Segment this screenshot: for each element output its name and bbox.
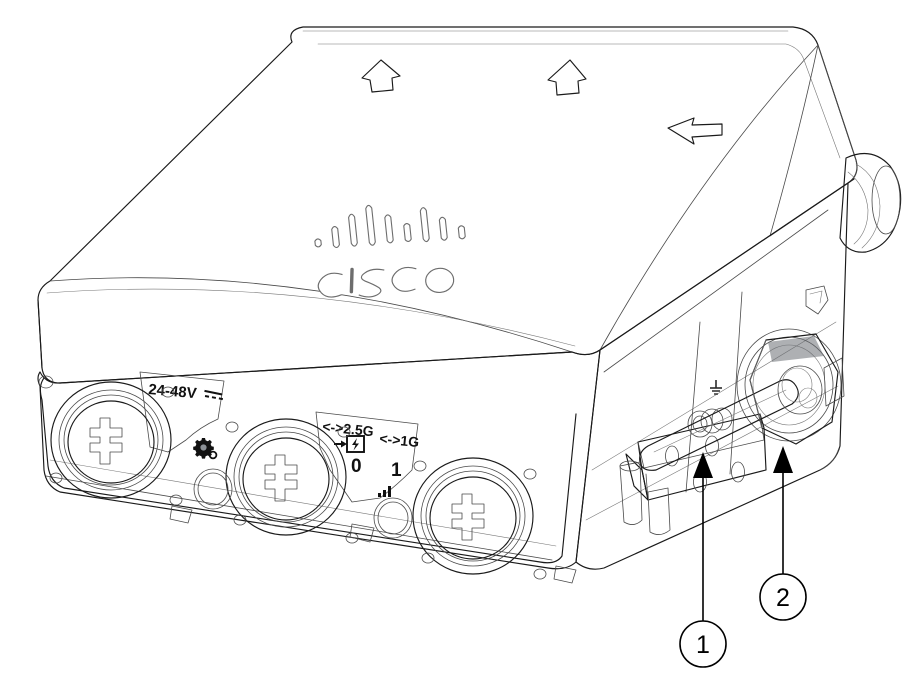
port-cap [242, 437, 330, 521]
locking-lever-arm [639, 379, 799, 471]
side-slot [823, 357, 845, 407]
port-0-number: 0 [351, 456, 362, 477]
cable-gland [839, 152, 902, 253]
port-gasket [425, 470, 521, 562]
side-clip [805, 285, 829, 315]
callout-1-arrowhead [693, 452, 713, 478]
mount-locking-knob [749, 333, 839, 445]
callout-1-number: 1 [696, 631, 710, 659]
power-label-plate: 24-48V [139, 371, 225, 460]
port-cap-ethernet-0 [225, 418, 359, 544]
callout-1: 1 [679, 452, 727, 668]
port-gasket [63, 394, 159, 486]
callout-2: 2 [759, 446, 807, 621]
port-1-number: 1 [391, 460, 402, 481]
gear-icon [193, 438, 218, 460]
port-cap [67, 400, 155, 484]
orientation-arrow-1 [361, 59, 401, 93]
callout-2-number: 2 [776, 584, 790, 612]
pivot-barrel [687, 407, 733, 438]
side-standoffs [619, 460, 671, 535]
callouts: 1 2 [679, 446, 807, 668]
orientation-arrows [361, 59, 723, 145]
port-1-speed-label: <->1G [379, 430, 420, 450]
bracket-slot [731, 461, 745, 483]
port-cap [429, 476, 517, 560]
orientation-arrow-2 [547, 59, 587, 96]
port-panel: 24-48V <->2.5G <->1G [38, 371, 577, 584]
ground-earth-icon [710, 380, 722, 395]
green-vent-2 [373, 497, 413, 539]
power-input-label: 24-48V [148, 381, 198, 402]
mount-hardware [619, 285, 845, 535]
dc-power-symbol [204, 389, 224, 401]
port-cap-console [38, 375, 183, 506]
orientation-arrow-3 [667, 117, 723, 145]
bracket-slot [665, 445, 679, 467]
callout-1-circle [679, 620, 727, 668]
callout-2-arrowhead [773, 446, 793, 473]
green-vent-1 [193, 468, 233, 510]
port-gasket [238, 431, 334, 523]
signal-bars-icon [378, 486, 391, 497]
cisco-logo [314, 204, 466, 298]
port-cap-ethernet-1 [412, 457, 547, 580]
callout-2-circle [759, 573, 807, 621]
